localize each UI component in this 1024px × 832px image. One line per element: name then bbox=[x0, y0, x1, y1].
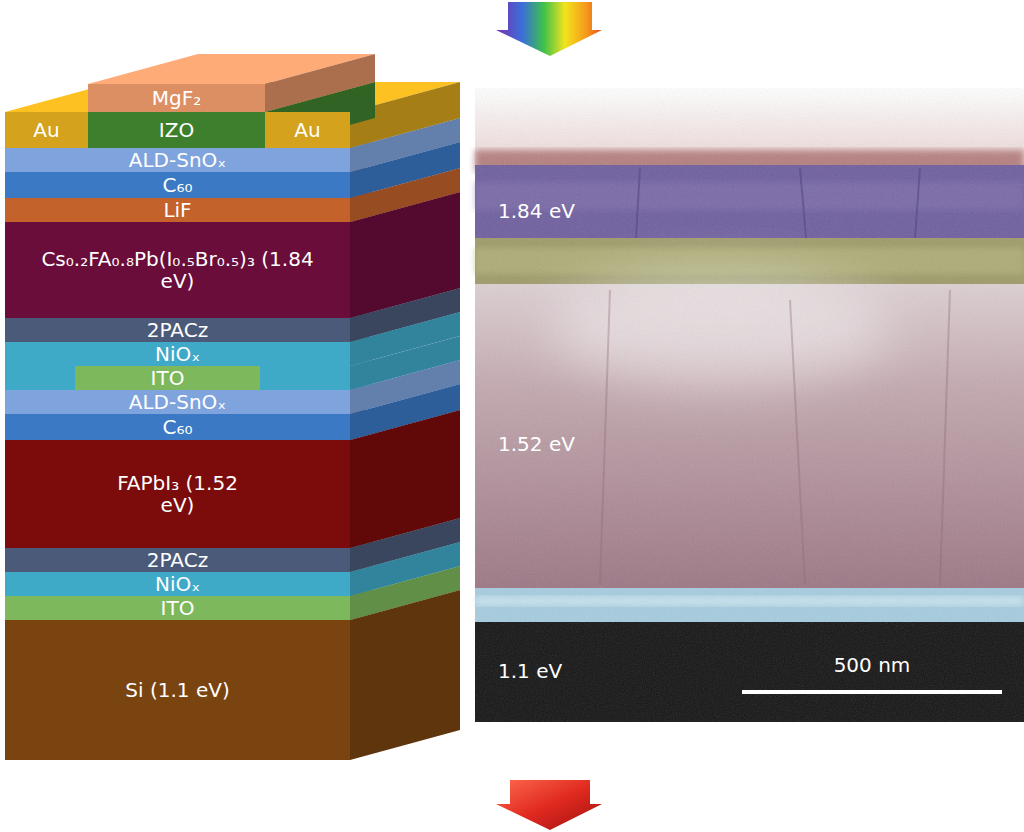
sem-noise bbox=[475, 88, 1024, 722]
layer-label: ITO bbox=[161, 597, 195, 619]
layer-label: Si (1.1 eV) bbox=[125, 679, 229, 701]
transmitted-light-arrow bbox=[496, 780, 602, 830]
layer-box: ITO bbox=[75, 366, 260, 390]
layer-label: IZO bbox=[159, 119, 194, 141]
layer-side bbox=[265, 54, 375, 112]
bandgap-label: 1.84 eV bbox=[498, 200, 575, 223]
layer-label: NiOₓ bbox=[155, 573, 200, 595]
bandgap-label: 1.1 eV bbox=[498, 660, 562, 683]
layer-box: C₆₀ bbox=[5, 172, 350, 198]
layer-box: ALD-SnOₓ bbox=[5, 390, 350, 414]
layer-label: LiF bbox=[163, 199, 191, 221]
layer-box: ITO bbox=[5, 596, 350, 620]
layer-label: 2PACz bbox=[147, 549, 208, 571]
layer-front bbox=[260, 366, 350, 390]
layer-box: NiOₓ bbox=[5, 342, 350, 366]
layer-label: 2PACz bbox=[147, 319, 208, 341]
layer-label: ALD-SnOₓ bbox=[129, 149, 226, 171]
scale-bar bbox=[742, 690, 1002, 694]
layer-label: Cs₀.₂FA₀.₈Pb(I₀.₅Br₀.₅)₃ (1.84 eV) bbox=[28, 248, 328, 292]
layer-box: NiOₓ bbox=[5, 572, 350, 596]
layer-label: Au bbox=[294, 119, 320, 141]
layer-front bbox=[5, 366, 75, 390]
sem-image bbox=[475, 88, 1024, 722]
layer-label: NiOₓ bbox=[155, 343, 200, 365]
layer-label: ALD-SnOₓ bbox=[129, 391, 226, 413]
layer-label: C₆₀ bbox=[163, 174, 193, 196]
layer-box: ALD-SnOₓ bbox=[5, 148, 350, 172]
layer-box: FAPbI₃ (1.52 eV) bbox=[5, 440, 350, 548]
layer-box: 2PACz bbox=[5, 548, 350, 572]
layer-box: Au bbox=[5, 112, 88, 148]
incident-light-arrow bbox=[496, 2, 602, 56]
layer-label: Au bbox=[33, 119, 59, 141]
scale-label: 500 nm bbox=[834, 654, 911, 677]
layer-box: IZO bbox=[88, 112, 265, 148]
layer-faces bbox=[5, 54, 460, 760]
bandgap-label: 1.52 eV bbox=[498, 433, 575, 456]
layer-box: Au bbox=[265, 112, 350, 148]
layer-label: ITO bbox=[151, 367, 185, 389]
layer-label: FAPbI₃ (1.52 eV) bbox=[113, 472, 243, 516]
layer-box: MgF₂ bbox=[88, 84, 265, 112]
layer-box: Cs₀.₂FA₀.₈Pb(I₀.₅Br₀.₅)₃ (1.84 eV) bbox=[5, 222, 350, 318]
layer-label: C₆₀ bbox=[163, 416, 193, 438]
layer-box: 2PACz bbox=[5, 318, 350, 342]
layer-box: Si (1.1 eV) bbox=[5, 620, 350, 760]
layer-label: MgF₂ bbox=[152, 87, 201, 109]
layer-box: C₆₀ bbox=[5, 414, 350, 440]
layer-box: LiF bbox=[5, 198, 350, 222]
